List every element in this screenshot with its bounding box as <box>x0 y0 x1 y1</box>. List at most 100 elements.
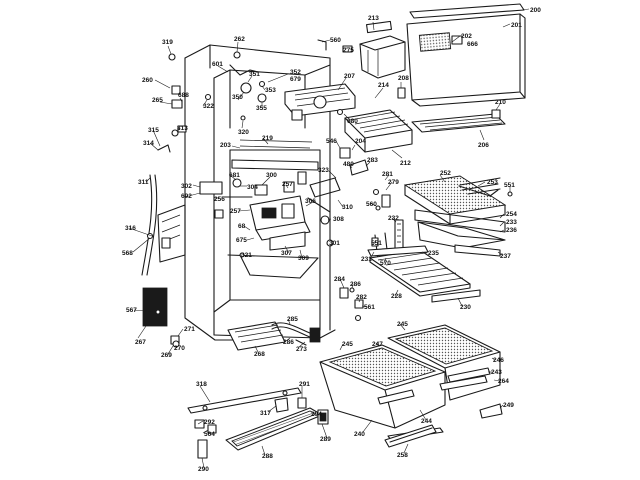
label-282: 282 <box>356 294 367 301</box>
label-307: 307 <box>281 250 292 257</box>
label-219: 219 <box>262 135 273 142</box>
label-300: 300 <box>266 172 277 179</box>
label-681: 681 <box>229 172 240 179</box>
label-551-b: 551 <box>371 240 382 247</box>
label-264: 264 <box>498 378 509 385</box>
label-308: 308 <box>333 216 344 223</box>
label-560: 560 <box>330 37 341 44</box>
label-317: 317 <box>260 410 271 417</box>
ice-tray-213 <box>359 20 406 79</box>
label-210: 210 <box>495 99 506 106</box>
label-244: 244 <box>421 418 432 425</box>
label-247: 247 <box>372 341 383 348</box>
label-240: 240 <box>354 431 365 438</box>
label-567: 567 <box>126 307 137 314</box>
label-257: 257 <box>282 181 293 188</box>
leader-lines <box>128 8 530 469</box>
crisper-drawer-left <box>319 344 446 429</box>
label-561: 561 <box>364 304 375 311</box>
crisper-drawer-right <box>387 324 501 401</box>
label-281: 281 <box>382 171 393 178</box>
label-275: 275 <box>343 47 354 54</box>
label-269: 269 <box>161 352 172 359</box>
label-570: 570 <box>380 260 391 267</box>
label-232: 232 <box>388 215 399 222</box>
label-323: 323 <box>318 167 329 174</box>
label-257-b: 257 <box>230 208 241 215</box>
grille-hatch <box>145 289 165 325</box>
shelf-frame-254 <box>414 177 506 233</box>
label-316: 316 <box>125 225 136 232</box>
label-675: 675 <box>236 237 247 244</box>
label-262: 262 <box>234 36 245 43</box>
label-200: 200 <box>530 7 541 14</box>
label-568: 568 <box>122 250 133 257</box>
label-252: 252 <box>440 170 451 177</box>
label-311: 311 <box>138 179 149 186</box>
callout-labels: 200 201 202 213 666 560 275 262 319 601 … <box>122 7 541 473</box>
label-233: 233 <box>506 219 517 226</box>
label-680: 680 <box>347 118 358 125</box>
crisper-cover-233 <box>417 221 506 257</box>
label-291: 291 <box>299 381 310 388</box>
label-68: 68 <box>238 223 246 230</box>
label-310: 310 <box>342 204 353 211</box>
shelf-rail-235 <box>367 245 429 257</box>
label-319: 319 <box>162 39 173 46</box>
label-688: 688 <box>178 92 189 99</box>
label-213: 213 <box>368 15 379 22</box>
label-355: 355 <box>256 105 267 112</box>
label-304: 304 <box>247 184 258 191</box>
label-230: 230 <box>460 304 471 311</box>
label-260: 260 <box>142 77 153 84</box>
label-258: 258 <box>397 452 408 459</box>
label-314: 314 <box>143 140 154 147</box>
label-207: 207 <box>344 73 355 80</box>
label-284: 284 <box>334 276 345 283</box>
label-288: 288 <box>262 453 273 460</box>
label-564: 564 <box>204 431 215 438</box>
label-256: 256 <box>214 196 225 203</box>
small-top-parts <box>233 39 501 159</box>
label-315: 315 <box>148 127 159 134</box>
toe-bracket-318 <box>187 387 302 414</box>
label-204: 204 <box>355 138 366 145</box>
label-289: 289 <box>320 436 331 443</box>
label-294: 294 <box>311 411 322 418</box>
label-245-b: 245 <box>342 341 353 348</box>
label-273: 273 <box>296 346 307 353</box>
label-283: 283 <box>367 157 378 164</box>
glass-shelf-252 <box>403 175 507 225</box>
label-206: 206 <box>478 142 489 149</box>
evaporator-fan-assembly <box>229 64 356 121</box>
label-322: 322 <box>203 103 214 110</box>
label-208: 208 <box>398 75 409 82</box>
label-320: 320 <box>238 129 249 136</box>
label-268: 268 <box>254 351 265 358</box>
wire-shelf-228 <box>369 249 481 303</box>
label-309: 309 <box>298 255 309 262</box>
label-270: 270 <box>174 345 185 352</box>
label-235: 235 <box>428 250 439 257</box>
label-236: 236 <box>506 227 517 234</box>
label-301: 301 <box>329 240 340 247</box>
label-285: 285 <box>287 316 298 323</box>
label-202: 202 <box>461 33 472 40</box>
freezer-door-201 <box>406 3 526 107</box>
label-212: 212 <box>400 160 411 167</box>
bottom-drain-pan-268 <box>227 321 286 351</box>
label-292: 292 <box>204 419 215 426</box>
label-353: 353 <box>265 87 276 94</box>
label-271: 271 <box>184 326 195 333</box>
drain-hose-285 <box>271 322 321 346</box>
heater-loop-panel <box>157 204 186 263</box>
label-679: 679 <box>290 76 301 83</box>
label-302: 302 <box>181 183 192 190</box>
label-243: 243 <box>491 369 502 376</box>
label-306: 306 <box>305 198 316 205</box>
label-546: 546 <box>326 138 337 145</box>
control-housing <box>199 159 369 258</box>
label-321: 321 <box>241 252 252 259</box>
label-246: 246 <box>493 357 504 364</box>
